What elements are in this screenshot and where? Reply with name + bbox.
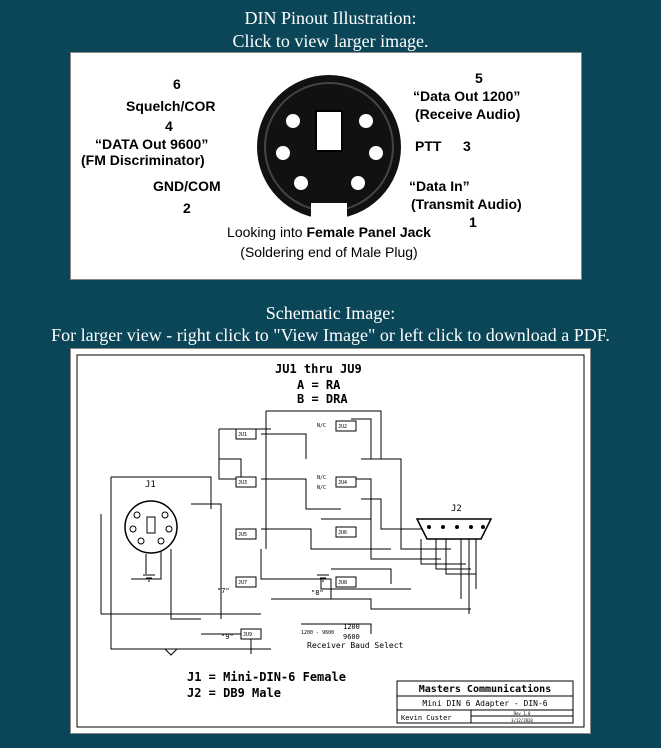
schematic-caption-link[interactable]: For larger view - right click to "View I… <box>51 325 610 345</box>
pinout-footer-line2: (Soldering end of Male Plug) <box>240 244 417 260</box>
pin5-number: 5 <box>475 70 483 86</box>
gnd-label: GND/COM <box>153 178 221 194</box>
legend-j2: J2 = DB9 Male <box>187 686 281 700</box>
nc-label-1: N/C <box>317 423 326 429</box>
ptt-label: PTT <box>415 138 442 154</box>
schematic-wiring <box>100 410 477 654</box>
pinout-footer-line1: Looking into Female Panel Jack <box>227 224 431 240</box>
title-block-title: Mini DIN 6 Adapter - DIN-6 <box>422 699 547 708</box>
marker-9: "9" <box>221 633 234 641</box>
ju1-label: JU1 <box>238 432 247 438</box>
pin6-label: Squelch/COR <box>126 98 215 114</box>
pin2-number: 2 <box>183 200 191 216</box>
ju2-label: JU2 <box>338 424 347 430</box>
schematic-caption-title: Schematic Image: <box>265 303 396 323</box>
pin4-label-line2: (FM Discriminator) <box>81 152 205 168</box>
ground-symbols <box>143 574 329 656</box>
legend-j1: J1 = Mini-DIN-6 Female <box>187 670 346 684</box>
j1-label: J1 <box>145 480 156 490</box>
pin5-label-line1: “Data Out 1200” <box>413 88 520 104</box>
title-block-date: 3/12/2020 <box>511 718 533 723</box>
title-block <box>396 680 574 724</box>
j1-connector-symbol <box>124 500 178 554</box>
ju9-label: JU9 <box>243 632 252 638</box>
title-block-company: Masters Communications <box>419 683 551 695</box>
ju7-label: JU7 <box>238 580 247 586</box>
title-block-author: Kevin Custer <box>401 714 452 722</box>
ju6-label: JU6 <box>338 530 347 536</box>
pin1-number: 1 <box>469 214 477 230</box>
schematic-image[interactable]: JU1 thru JU9 A = RA B = DRA <box>70 348 591 734</box>
pin6-number: 6 <box>173 76 181 92</box>
pin1-label-line2: (Transmit Audio) <box>411 196 522 212</box>
nc-label-2: N/C <box>317 475 326 481</box>
title-block-rev: Rev 1.0 <box>514 711 531 716</box>
pin4-number: 4 <box>165 118 173 134</box>
pinout-caption-title: DIN Pinout Illustration: <box>244 8 417 28</box>
ju5-label: JU5 <box>238 532 247 538</box>
jumpers-title: JU1 thru JU9 <box>275 362 362 376</box>
pin4-label-line1: “DATA Out 9600” <box>95 136 208 152</box>
j2-connector-symbol <box>415 518 493 540</box>
baud-1200-label: 1200 <box>343 623 360 631</box>
marker-7: "7" <box>217 587 230 595</box>
marker-8: "8" <box>311 589 324 597</box>
jumpers-b: B = DRA <box>297 392 348 406</box>
pinout-image[interactable]: 6 Squelch/COR 4 “DATA Out 9600” (FM Disc… <box>70 52 582 280</box>
pin1-label-line1: “Data In” <box>409 178 470 194</box>
din-pinout-svg: 6 Squelch/COR 4 “DATA Out 9600” (FM Disc… <box>81 70 522 260</box>
pin5-label-line2: (Receive Audio) <box>415 106 520 122</box>
ju8-label: JU8 <box>338 580 347 586</box>
baud-9600-label: 9600 <box>343 633 360 641</box>
jumpers-a: A = RA <box>297 378 341 392</box>
pin3-number: 3 <box>463 138 471 154</box>
jumper-blocks <box>235 420 357 640</box>
ju3-label: JU3 <box>238 480 247 486</box>
pinout-caption-link[interactable]: Click to view larger image. <box>232 31 429 51</box>
din-connector-graphic <box>257 75 401 221</box>
nc-label-3: N/C <box>317 485 326 491</box>
schematic-svg: JU1 thru JU9 A = RA B = DRA <box>76 354 585 728</box>
baud-select-label: Receiver Baud Select <box>307 641 404 650</box>
ju4-label: JU4 <box>338 480 347 486</box>
baud-range-label: 1200 - 9600 <box>301 630 334 636</box>
j2-label: J2 <box>451 504 462 514</box>
